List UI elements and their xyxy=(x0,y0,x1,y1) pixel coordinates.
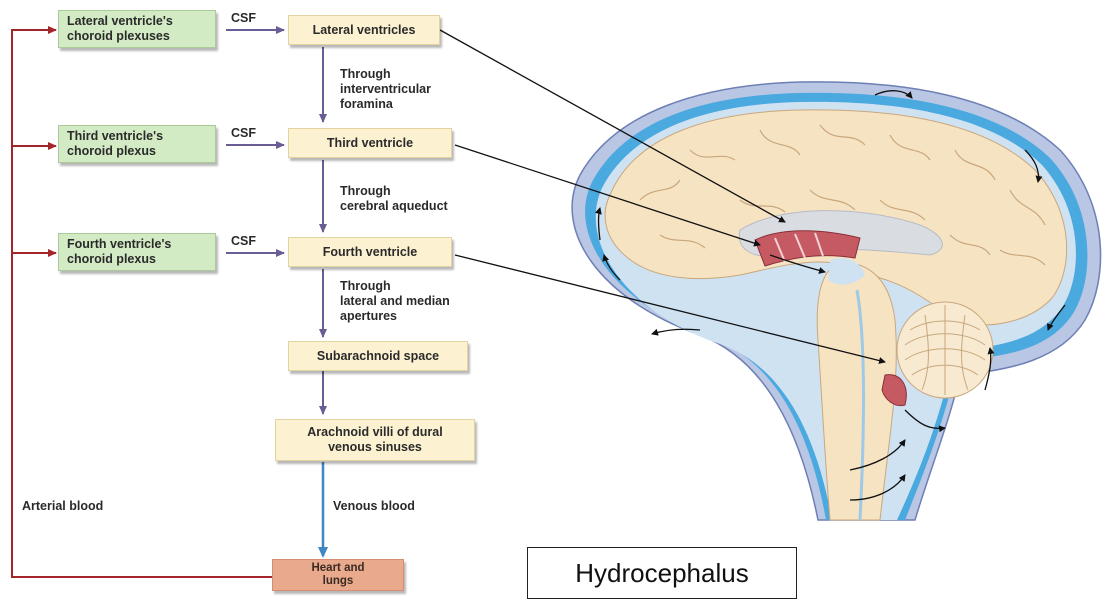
subarachnoid-space-box: Subarachnoid space xyxy=(288,341,468,371)
lateral-ventricle-choroid-plexuses-box: Lateral ventricle's choroid plexuses xyxy=(58,10,216,48)
box-label: Third ventricle's choroid plexus xyxy=(67,129,163,159)
box-label: Subarachnoid space xyxy=(317,349,439,364)
csf-label-2: CSF xyxy=(231,126,256,140)
arterial-blood-loop xyxy=(12,30,272,577)
venous-blood-label: Venous blood xyxy=(333,499,415,514)
through-cerebral-aqueduct-label: Through cerebral aqueduct xyxy=(340,184,448,214)
fourth-ventricle-box: Fourth ventricle xyxy=(288,237,452,267)
arterial-blood-label: Arterial blood xyxy=(22,499,103,514)
diagram-title-box: Hydrocephalus xyxy=(527,547,797,599)
box-label: Heart and lungs xyxy=(311,562,364,588)
box-label: Third ventricle xyxy=(327,136,413,151)
third-ventricle-choroid-plexus-box: Third ventricle's choroid plexus xyxy=(58,125,216,163)
diagram-title: Hydrocephalus xyxy=(575,558,748,589)
arachnoid-villi-box: Arachnoid villi of dural venous sinuses xyxy=(275,419,475,461)
through-interventricular-foramina-label: Through interventricular foramina xyxy=(340,67,431,112)
csf-label-3: CSF xyxy=(231,234,256,248)
lateral-ventricles-box: Lateral ventricles xyxy=(288,15,440,45)
box-label: Arachnoid villi of dural venous sinuses xyxy=(307,425,442,455)
fourth-ventricle-choroid-plexus-box: Fourth ventricle's choroid plexus xyxy=(58,233,216,271)
heart-and-lungs-box: Heart and lungs xyxy=(272,559,404,591)
box-label: Lateral ventricle's choroid plexuses xyxy=(67,14,173,44)
box-label: Fourth ventricle's choroid plexus xyxy=(67,237,171,267)
cerebellum xyxy=(897,302,993,398)
through-apertures-label: Through lateral and median apertures xyxy=(340,279,450,324)
third-ventricle-box: Third ventricle xyxy=(288,128,452,158)
box-label: Fourth ventricle xyxy=(323,245,417,260)
box-label: Lateral ventricles xyxy=(313,23,416,38)
csf-label-1: CSF xyxy=(231,11,256,25)
